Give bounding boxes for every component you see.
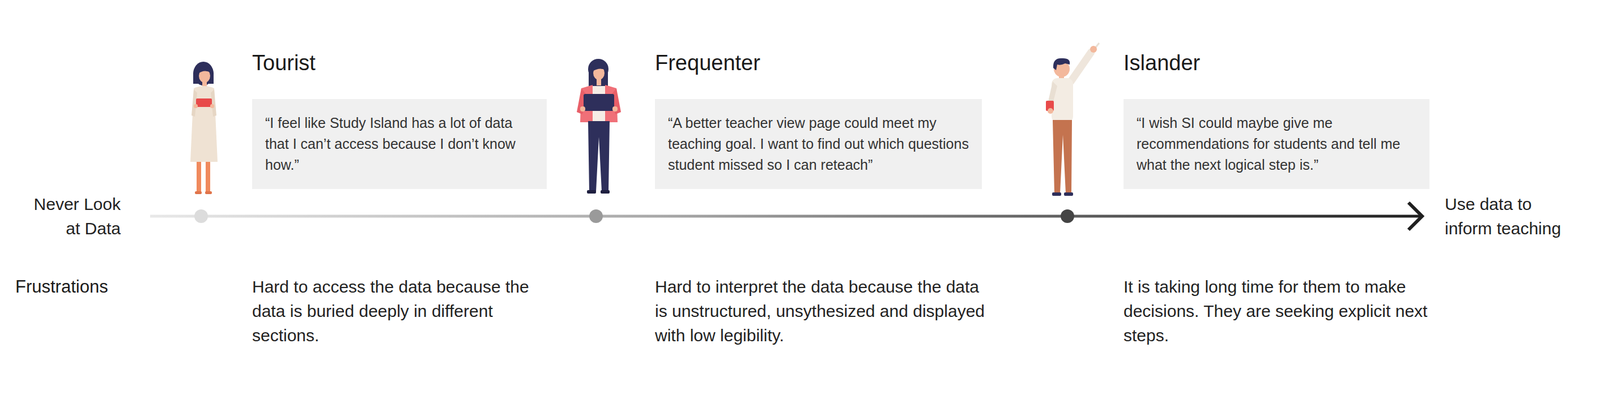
axis-start-label: Never Look at Data [24, 192, 121, 241]
tourist-figure-part [205, 162, 211, 193]
axis-end-label: Use data to inform teaching [1444, 192, 1577, 241]
frequenter-figure-part [583, 94, 615, 112]
islander-figure-part [1070, 52, 1092, 82]
islander-figure-part [1090, 45, 1097, 53]
timeline [150, 202, 1423, 231]
timeline-line [150, 215, 1421, 219]
timeline-dot [194, 209, 208, 224]
frequenter-figure [576, 58, 621, 194]
frequenter-figure-part [591, 64, 607, 72]
frequenter-figure-part [580, 106, 586, 112]
frequenter-figure-part [600, 190, 610, 194]
islander-figure-part [1052, 192, 1062, 197]
tourist-figure-part [205, 191, 212, 195]
frustration-text: It is taking long time for them to make … [1123, 274, 1464, 348]
persona-card: Frequenter “A better teacher view page co… [654, 49, 982, 190]
persona-name: Tourist [252, 49, 547, 76]
islander-figure-part [1047, 108, 1054, 114]
timeline-dot [1060, 209, 1075, 224]
frequenter-figure-part [586, 190, 597, 194]
islander-figure-part [1064, 192, 1074, 197]
tourist-figure-part [196, 98, 212, 108]
frequenter-figure-part [588, 58, 609, 80]
islander-figure-part [1053, 58, 1070, 71]
persona-name: Frequenter [654, 49, 982, 76]
islander-figure-part [1052, 120, 1072, 194]
persona-card: Islander “I wish SI could maybe give me r… [1123, 49, 1430, 190]
tourist-figure-part [190, 86, 218, 163]
persona-card: Tourist “I feel like Study Island has a l… [252, 49, 547, 190]
persona-name: Islander [1123, 49, 1430, 76]
islander-figure [1045, 43, 1100, 197]
timeline-arrowhead [1408, 202, 1423, 231]
tourist-figure-part [193, 104, 198, 109]
timeline-dot [589, 209, 603, 224]
frequenter-figure-part [588, 121, 610, 192]
row-label: Frustrations [15, 274, 109, 300]
tourist-figure [190, 61, 218, 195]
tourist-figure-part [196, 162, 202, 193]
tourist-figure-part [210, 104, 215, 109]
frustration-text: Hard to access the data because the data… [252, 274, 536, 348]
frustration-text: Hard to interpret the data because the d… [654, 274, 990, 348]
frequenter-figure-part [612, 106, 618, 112]
persona-quote: “A better teacher view page could meet m… [654, 99, 982, 190]
tourist-figure-part [194, 191, 202, 195]
tourist-figure-part [197, 66, 211, 74]
frequenter-figure-part [596, 78, 602, 86]
persona-quote: “I wish SI could maybe give me recommend… [1123, 99, 1430, 190]
persona-quote: “I feel like Study Island has a lot of d… [252, 99, 547, 190]
